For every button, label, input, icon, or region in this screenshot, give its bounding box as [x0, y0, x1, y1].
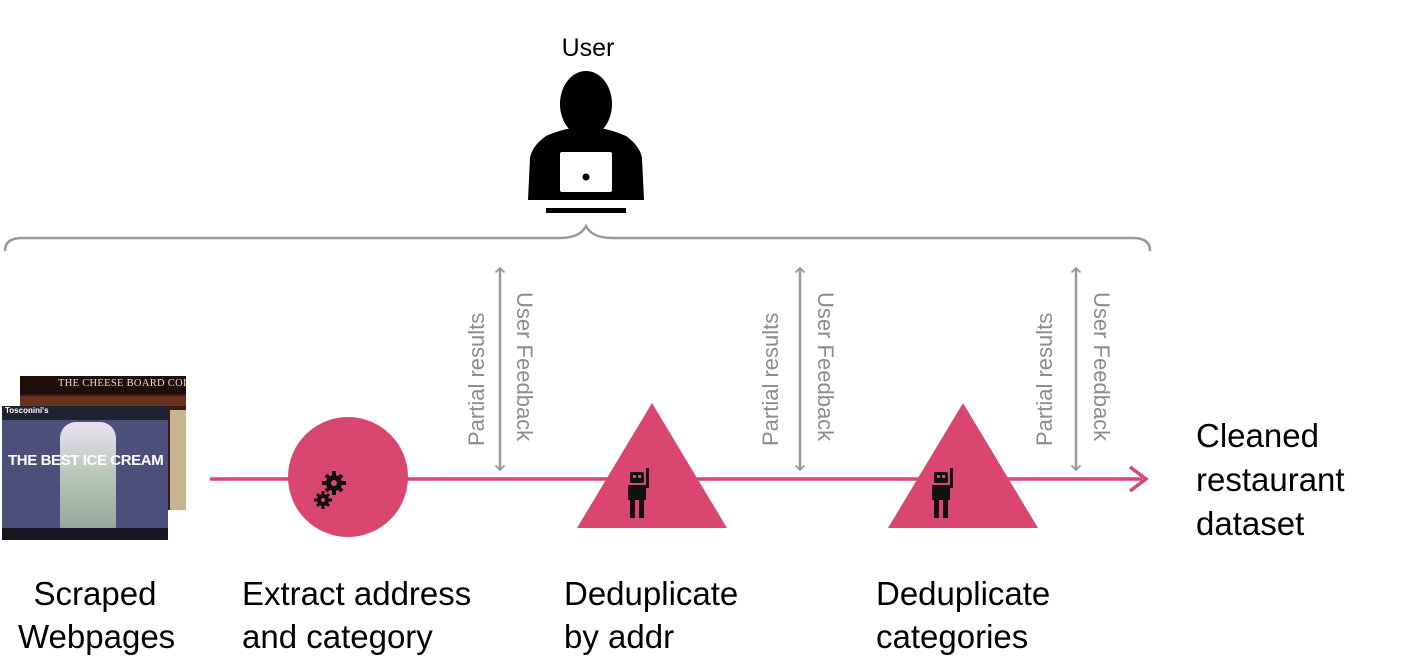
robot-icon — [932, 468, 953, 518]
scraped-webpages-label: Scraped Webpages — [18, 575, 176, 655]
output-dataset-label: Cleaned restaurant dataset — [1196, 417, 1345, 542]
gears-icon — [314, 471, 346, 509]
dedup-categories-step-triangle — [888, 403, 1038, 528]
user-scope-brace — [3, 223, 1152, 252]
partial-results-label-2: Partial results — [758, 313, 783, 446]
user-feedback-label-3: User Feedback — [1089, 292, 1114, 442]
extract-step-label: Extract address and category — [242, 575, 472, 655]
user-feedback-label-1: User Feedback — [512, 292, 537, 442]
pipeline-arrowhead — [1128, 465, 1149, 493]
dedup-categories-step-label: Deduplicate categories — [876, 575, 1051, 655]
extract-step-circle — [288, 417, 408, 537]
user-laptop-icon — [528, 71, 644, 213]
partial-results-label-3: Partial results — [1032, 313, 1057, 446]
webpage-screenshot-tosconinis: Tosconini's THE BEST ICE CREAM — [2, 406, 168, 540]
robot-icon — [628, 468, 649, 518]
partial-results-label-1: Partial results — [464, 313, 489, 446]
user-feedback-label-2: User Feedback — [813, 292, 838, 442]
user-label: User — [561, 34, 615, 62]
screenshot-headline: THE BEST ICE CREAM — [8, 452, 164, 469]
dedup-addr-step-label: Deduplicate by addr — [564, 575, 739, 655]
dedup-addr-step-triangle — [577, 403, 727, 528]
screenshot-title: THE CHEESE BOARD COLLECTIVE — [58, 378, 186, 389]
screenshot-brand: Tosconini's — [5, 406, 49, 415]
